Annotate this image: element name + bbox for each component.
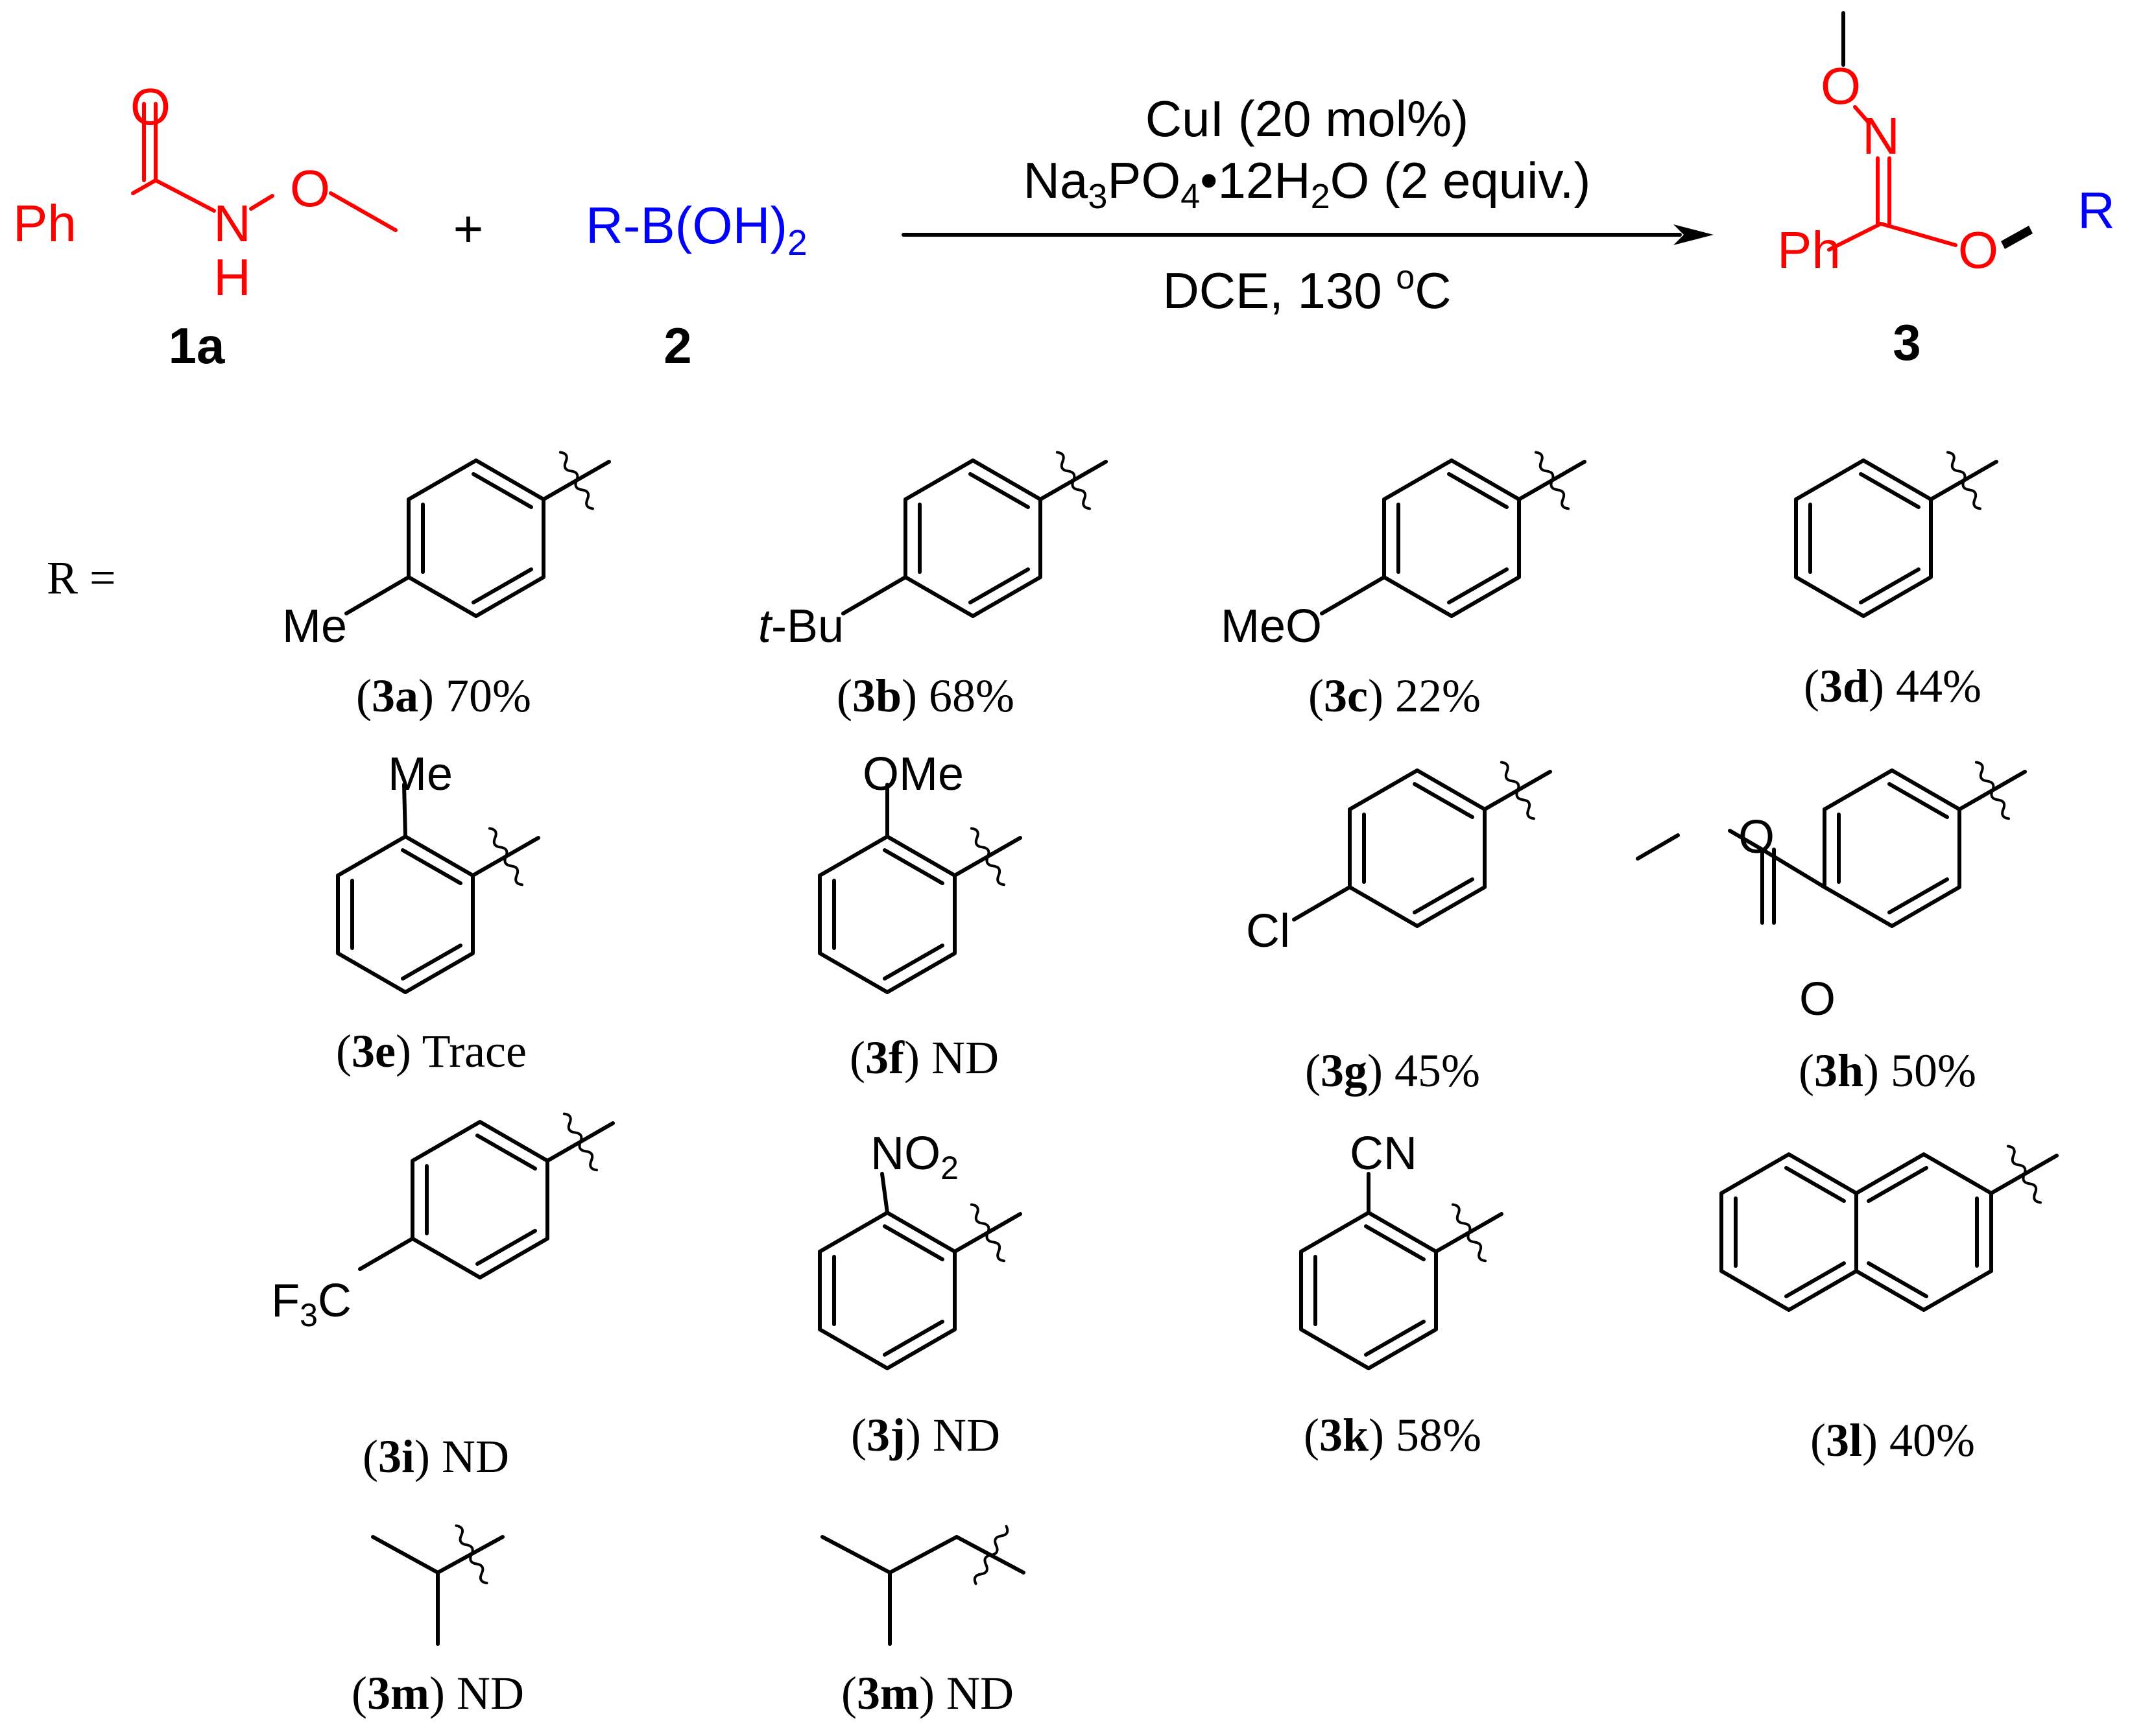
caption-3a: (3a) 70% bbox=[356, 670, 531, 722]
reaction-arrow bbox=[902, 224, 1714, 245]
caption-3m-isobutyl: (3m) ND bbox=[841, 1667, 1014, 1719]
condition-solvent-temp: DCE, 130 oC bbox=[1162, 259, 1451, 319]
product-3-id: 3 bbox=[1893, 314, 1921, 371]
substituent-3f-ome: OMe bbox=[863, 748, 964, 800]
caption-3h: (3h) 50% bbox=[1799, 1045, 1976, 1097]
caption-3j: (3j) ND bbox=[851, 1409, 1000, 1461]
caption-3g: (3g) 45% bbox=[1305, 1045, 1480, 1097]
substituent-3b-tbu: t-Bu bbox=[758, 600, 844, 652]
structure-3d bbox=[1794, 449, 1998, 618]
product-3-n: N bbox=[1862, 107, 1900, 165]
caption-3b: (3b) 68% bbox=[837, 670, 1014, 722]
structure-3c bbox=[1320, 449, 1586, 618]
caption-3e: (3e) Trace bbox=[336, 1025, 527, 1077]
condition-base: Na3PO4•12H2O (2 equiv.) bbox=[1023, 152, 1591, 216]
reactant-2-id: 2 bbox=[664, 317, 691, 374]
structure-3k bbox=[1299, 1172, 1503, 1370]
r-equals-label: R = bbox=[47, 552, 116, 604]
product-3: O N Ph O R 3 bbox=[1777, 11, 2115, 371]
caption-3f: (3f) ND bbox=[850, 1032, 999, 1084]
caption-3k: (3k) 58% bbox=[1304, 1409, 1481, 1461]
structure-3f bbox=[818, 783, 1022, 994]
structure-3j bbox=[818, 1172, 1022, 1370]
reactant-1a-n: N bbox=[213, 195, 251, 252]
substituent-3h-ester-o: O bbox=[1738, 811, 1775, 863]
reaction-conditions: CuI (20 mol%) Na3PO4•12H2O (2 equiv.) DC… bbox=[1023, 90, 1591, 319]
substituent-3g-cl: Cl bbox=[1246, 905, 1290, 957]
plus-sign: + bbox=[453, 200, 484, 257]
structure-3m-isopropyl bbox=[371, 1524, 505, 1646]
structure-3l-ring-b bbox=[1854, 1143, 2059, 1312]
reactant-1a-id: 1a bbox=[169, 317, 225, 374]
substituent-3k-cn: CN bbox=[1350, 1128, 1417, 1180]
substituent-3c-meo: MeO bbox=[1221, 600, 1322, 652]
condition-catalyst: CuI (20 mol%) bbox=[1145, 90, 1468, 147]
structure-3l bbox=[1719, 1152, 1858, 1312]
structure-3e bbox=[336, 783, 540, 994]
caption-3l: (3l) 40% bbox=[1810, 1414, 1975, 1466]
reactant-1a-h: H bbox=[213, 248, 251, 306]
substituent-3e-me: Me bbox=[388, 748, 453, 800]
structure-3m-isobutyl bbox=[820, 1525, 1025, 1646]
structure-3g bbox=[1292, 759, 1552, 928]
substituent-3a-me: Me bbox=[282, 600, 347, 652]
structure-3i bbox=[358, 1110, 615, 1279]
structure-3h bbox=[1636, 759, 2027, 928]
structure-3a bbox=[344, 449, 611, 618]
substituent-3i-cf3: F3C bbox=[271, 1275, 352, 1333]
structure-3b bbox=[841, 449, 1108, 618]
substituent-3j-no2: NO2 bbox=[870, 1128, 959, 1186]
product-3-ether-o: O bbox=[1958, 221, 1998, 279]
reactant-2: R-B(OH)2 2 bbox=[586, 196, 808, 374]
reactant-1a-carbonyl-o: O bbox=[130, 78, 171, 136]
substituent-3h-carbonyl-o: O bbox=[1799, 973, 1836, 1025]
reactant-1a-ether-o: O bbox=[290, 160, 330, 217]
caption-3d: (3d) 44% bbox=[1804, 660, 1981, 712]
caption-3m-isopropyl: (3m) ND bbox=[352, 1667, 524, 1719]
product-3-ph-label: Ph bbox=[1777, 221, 1841, 279]
caption-3c: (3c) 22% bbox=[1308, 670, 1481, 722]
boronic-acid-formula: R-B(OH)2 bbox=[586, 196, 808, 263]
caption-3i: (3i) ND bbox=[363, 1431, 509, 1482]
product-3-methoxy-o: O bbox=[1821, 57, 1861, 115]
reactant-1a: Ph O N H O 1a bbox=[13, 78, 398, 374]
product-3-r-group: R bbox=[2077, 182, 2115, 239]
reactant-1a-ph-label: Ph bbox=[13, 195, 77, 252]
